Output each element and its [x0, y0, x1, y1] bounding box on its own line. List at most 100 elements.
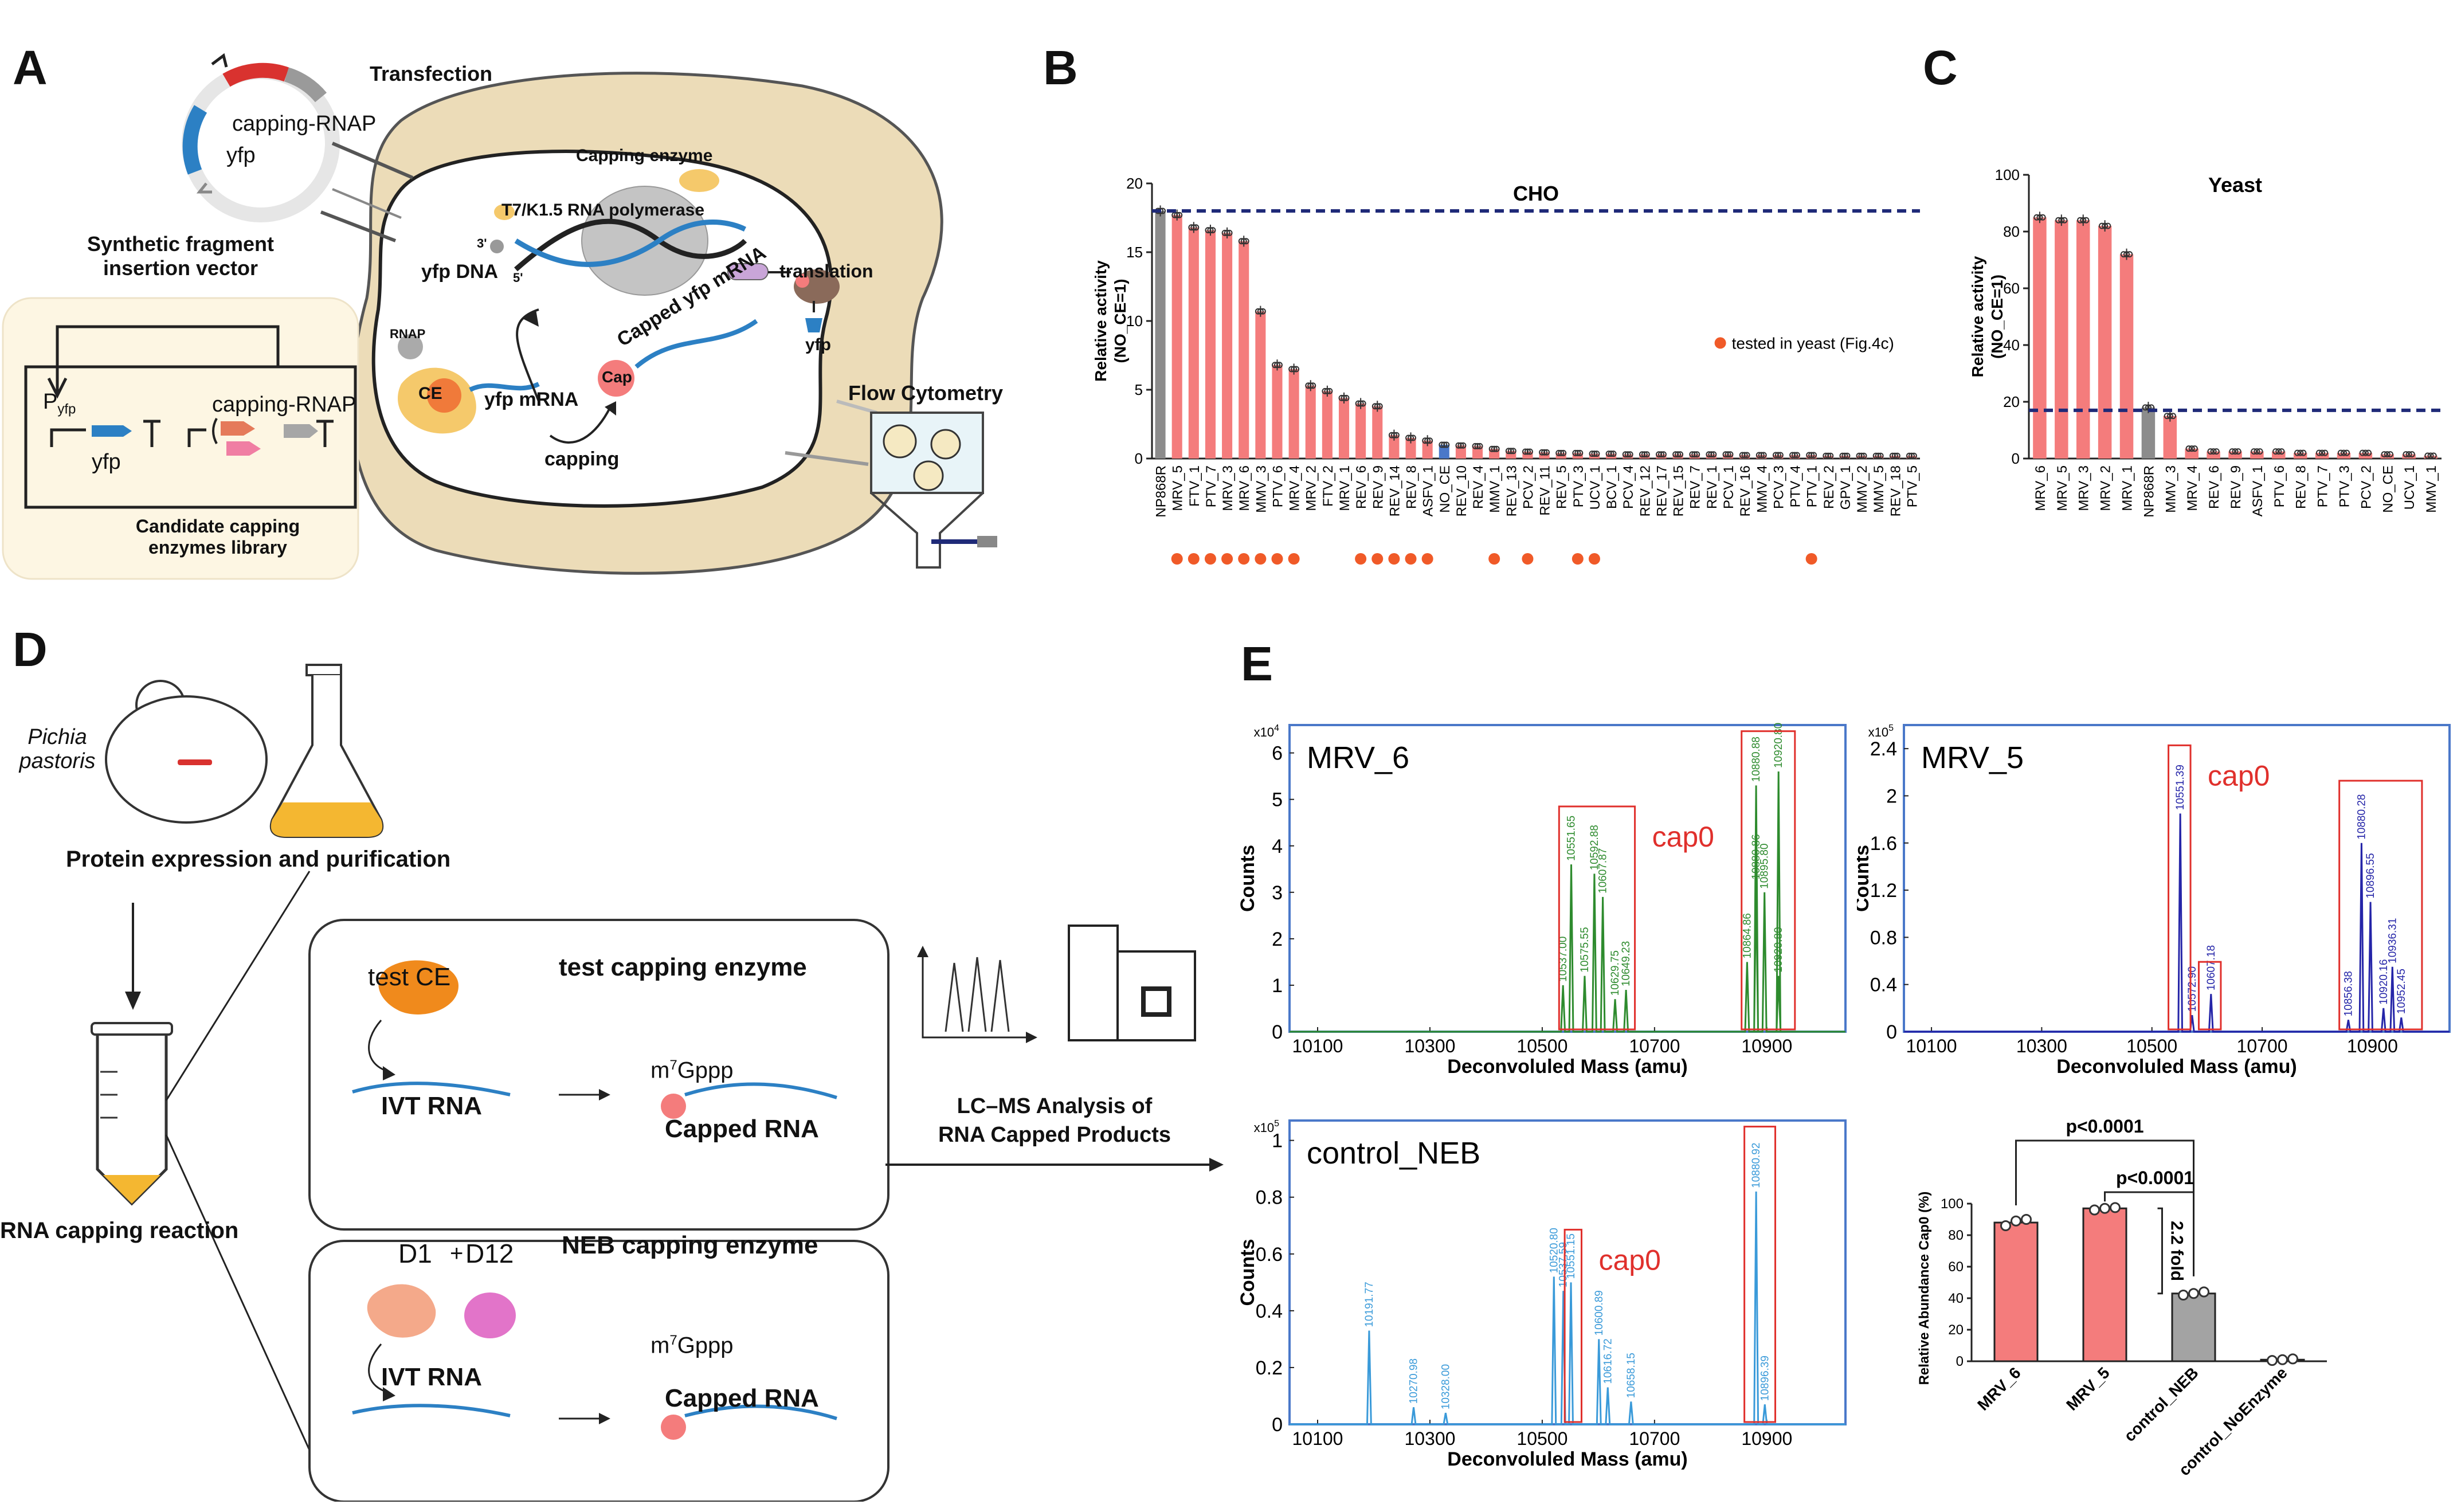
replicate-point: [1390, 432, 1397, 438]
translation-label: translation: [779, 261, 873, 281]
x-tick-label: REV_14: [1387, 465, 1402, 516]
lcms-line2: RNA Capped Products: [938, 1123, 1171, 1147]
peak-label: 10270.98: [1408, 1358, 1420, 1404]
cap-label: Cap: [602, 368, 632, 386]
peak-label: 10328.00: [1440, 1364, 1452, 1409]
replicate-point: [1889, 452, 1896, 459]
replicate-point: [2315, 449, 2322, 456]
replicate-point: [2021, 1214, 2032, 1225]
x-tick-label: PCV_4: [1621, 465, 1636, 509]
yfp-protein-label: yfp: [805, 335, 831, 354]
x-tick-label: REV_11: [1538, 465, 1553, 516]
y-tick-label: 40: [2003, 336, 2020, 354]
replicate-point: [1209, 227, 1216, 234]
replicate-point: [2039, 214, 2046, 221]
replicate-point: [1541, 449, 1548, 456]
y-exponent-base: x10: [1254, 1121, 1274, 1135]
replicate-point: [1725, 451, 1731, 458]
sample-name: MRV_5: [1921, 741, 2024, 775]
replicate-point: [2254, 448, 2260, 455]
peak-label: 10607.87: [1597, 848, 1609, 894]
bar-MRV_3: [2076, 220, 2090, 459]
replicate-point: [2164, 413, 2170, 420]
x-tick-label: PTV_3: [1571, 465, 1586, 507]
peak-label: 10537.00: [1557, 937, 1569, 982]
replicate-point: [1291, 366, 1298, 373]
replicate-point: [1455, 442, 1462, 449]
y-tick-label: 0: [2012, 450, 2020, 467]
replicate-point: [1259, 308, 1266, 315]
x-tick-label: MMV_4: [1754, 465, 1770, 513]
m7gppp-rest-1: Gppp: [677, 1057, 734, 1083]
x-tick-label: REV_9: [1370, 465, 1386, 509]
replicate-point: [1577, 449, 1584, 456]
vector-yfp-label: yfp: [92, 450, 121, 474]
y-tick-label: 10: [1126, 312, 1143, 330]
capping-enzyme-label: Capping enzyme: [576, 146, 713, 165]
replicate-point: [1891, 452, 1898, 459]
peak-label: 10936.31: [2386, 918, 2399, 963]
peak-label: 10880.92: [1750, 1143, 1762, 1188]
x-tick-label: REV_4: [1471, 465, 1486, 509]
replicate-point: [2199, 1286, 2209, 1298]
replicate-point: [1376, 403, 1383, 410]
replicate-point: [1276, 362, 1283, 369]
replicate-point: [1522, 448, 1529, 455]
replicate-point: [1739, 452, 1746, 459]
replicate-point: [1174, 211, 1181, 218]
x-tick-label: REV_17: [1654, 465, 1670, 516]
ivt-rna-label-2: IVT RNA: [381, 1363, 482, 1391]
replicate-point: [1273, 362, 1280, 369]
y-tick-label: 15: [1126, 244, 1143, 261]
replicate-point: [2337, 449, 2344, 456]
reaction-label: RNA capping reaction: [0, 1218, 239, 1243]
y-tick-label: 80: [1948, 1228, 1964, 1243]
replicate-point: [1760, 452, 1767, 459]
significance-bracket-mid: [2104, 1191, 2194, 1276]
yeast-tested-dot: [1388, 553, 1400, 565]
bar-MRV_6: [2033, 217, 2047, 459]
replicate-point: [2166, 413, 2173, 420]
panel-label-c: C: [1923, 41, 1958, 95]
y-tick-label: 0: [1886, 1021, 1897, 1043]
replicate-point: [1510, 448, 1516, 455]
y-tick-label: 0: [1272, 1021, 1283, 1043]
x-tick-label: 10100: [1292, 1428, 1343, 1449]
replicate-point: [1894, 452, 1900, 459]
replicate-point: [2055, 217, 2062, 224]
peak-label: 10575.55: [1579, 927, 1591, 972]
x-tick-label: MRV_5: [2055, 465, 2070, 511]
replicate-point: [1656, 451, 1663, 458]
replicate-point: [2169, 413, 2176, 420]
cap0-annotation: cap0: [2208, 759, 2270, 792]
bar-REV_6: [1355, 404, 1366, 459]
replicate-point: [1176, 211, 1183, 218]
replicate-point: [1288, 366, 1295, 373]
bar-MRV_3: [1222, 233, 1233, 459]
x-tick-label: MRV_5: [2063, 1364, 2113, 1414]
x-tick-label: REV_5: [1554, 465, 1570, 509]
x-tick-label: MMV_3: [1253, 465, 1269, 513]
m7gppp-rest-2: Gppp: [677, 1333, 734, 1358]
replicate-point: [1493, 445, 1500, 452]
bar-MRV_5: [2082, 1207, 2127, 1362]
replicate-point: [2424, 452, 2431, 459]
significance-top: p<0.0001: [2066, 1116, 2143, 1137]
y-tick-label: 100: [1995, 166, 2020, 183]
bar-FTV_2: [1322, 391, 1333, 459]
yeast-tested-dot: [1522, 553, 1534, 565]
replicate-point: [1777, 452, 1784, 459]
x-tick-label: REV_16: [1738, 465, 1753, 516]
x-tick-label: PTV_7: [1204, 465, 1219, 507]
y-axis-label: Counts: [1237, 845, 1259, 912]
replicate-point: [2126, 251, 2133, 258]
x-tick-label: FTV_1: [1187, 465, 1202, 507]
peak-label: 10658.15: [1625, 1353, 1637, 1398]
y-axis-label-line2: (NO_CE=1): [1988, 275, 2006, 359]
yeast-tested-dot: [1405, 553, 1417, 565]
replicate-point: [1457, 442, 1464, 449]
replicate-point: [2191, 445, 2198, 452]
replicate-point: [1221, 229, 1228, 236]
replicate-point: [2105, 222, 2111, 229]
